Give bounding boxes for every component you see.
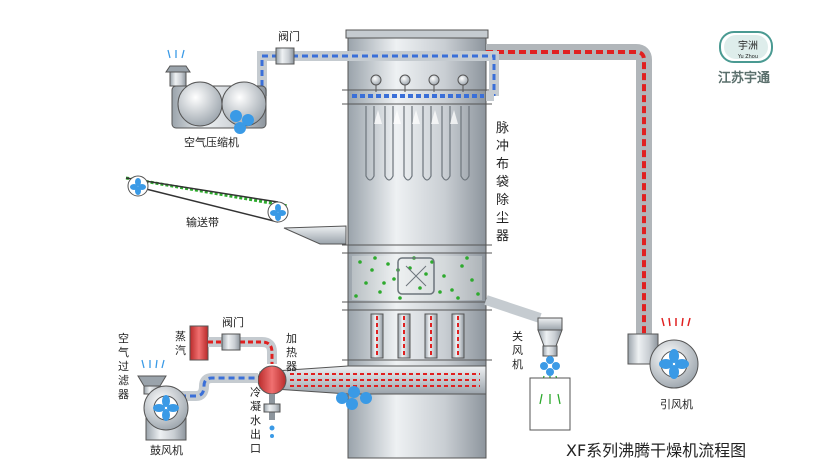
air-filter-label: 空 气 过 滤 器 xyxy=(118,331,129,401)
exhaust-out-icon xyxy=(661,317,691,327)
svg-text:加: 加 xyxy=(286,332,297,345)
svg-text:过: 过 xyxy=(118,360,129,373)
induced-fan-impeller-icon xyxy=(659,349,689,379)
conveyor-label: 输送带 xyxy=(186,215,219,229)
svg-text:机: 机 xyxy=(512,357,523,371)
brand-logo: 宇洲 Yu Zhou 江苏宇通 xyxy=(718,31,773,86)
induced-fan: 引风机 xyxy=(627,317,699,411)
steam-box: 蒸 汽 xyxy=(175,325,209,361)
svg-text:空: 空 xyxy=(118,331,129,345)
svg-text:气: 气 xyxy=(118,345,129,359)
bottom-fan-icon xyxy=(336,386,372,410)
svg-text:水: 水 xyxy=(250,414,261,427)
svg-text:凝: 凝 xyxy=(250,399,261,413)
svg-text:除: 除 xyxy=(496,193,509,208)
conveyor-belt xyxy=(125,175,347,245)
dryer-tower xyxy=(259,29,492,459)
svg-text:热: 热 xyxy=(286,346,297,359)
brand-name: 江苏宇通 xyxy=(718,70,770,86)
air-compressor xyxy=(165,49,267,134)
svg-text:器: 器 xyxy=(118,388,129,401)
air-compressor-label: 空气压缩机 xyxy=(184,135,239,149)
air-intake-pipe xyxy=(170,373,258,401)
discharge-rotary-valve xyxy=(484,295,571,431)
filter-bags xyxy=(365,106,470,181)
heater xyxy=(257,365,287,438)
logo-sub: Yu Zhou xyxy=(737,54,758,60)
svg-text:汽: 汽 xyxy=(175,343,186,357)
svg-text:尘: 尘 xyxy=(496,211,509,226)
valve-top-label: 阀门 xyxy=(278,29,300,43)
steam-pipe: 阀门 xyxy=(208,315,277,364)
svg-text:袋: 袋 xyxy=(496,175,509,190)
svg-text:风: 风 xyxy=(512,344,523,357)
svg-text:冲: 冲 xyxy=(496,139,509,154)
compressed-air-line: 阀门 xyxy=(257,29,499,101)
svg-text:关: 关 xyxy=(512,329,523,343)
heater-label: 加 热 器 xyxy=(286,332,297,373)
exhaust-duct xyxy=(486,44,652,348)
svg-text:脉: 脉 xyxy=(496,121,509,136)
filter-intake-icon xyxy=(141,359,165,369)
blower-impeller-icon xyxy=(153,395,179,421)
logo-mark: 宇洲 xyxy=(738,39,758,52)
air-intake-icon xyxy=(167,49,185,59)
heat-exchange-tubes xyxy=(370,313,465,359)
svg-text:器: 器 xyxy=(496,229,509,244)
svg-text:口: 口 xyxy=(250,442,261,455)
valve-bottom-label: 阀门 xyxy=(222,315,244,329)
agitator xyxy=(405,265,427,287)
svg-text:布: 布 xyxy=(496,157,509,172)
pulse-valves xyxy=(370,74,469,92)
diagram-title: XF系列沸腾干燥机流程图 xyxy=(566,441,746,460)
induced-fan-label: 引风机 xyxy=(660,397,693,411)
svg-text:冷: 冷 xyxy=(250,386,261,399)
svg-text:出: 出 xyxy=(250,427,261,441)
rotary-valve-label: 关 风 机 xyxy=(512,329,523,371)
svg-text:蒸: 蒸 xyxy=(175,330,186,343)
conveyor-roller-icon xyxy=(130,178,286,221)
dust-collector-label: 脉 冲 布 袋 除 尘 器 xyxy=(496,121,509,244)
fluidized-material xyxy=(352,256,482,300)
svg-text:器: 器 xyxy=(286,360,297,373)
blower-label: 鼓风机 xyxy=(150,443,183,457)
condensate-label: 冷 凝 水 出 口 xyxy=(250,386,261,455)
svg-text:滤: 滤 xyxy=(118,374,129,387)
blower: 鼓风机 xyxy=(143,385,189,457)
